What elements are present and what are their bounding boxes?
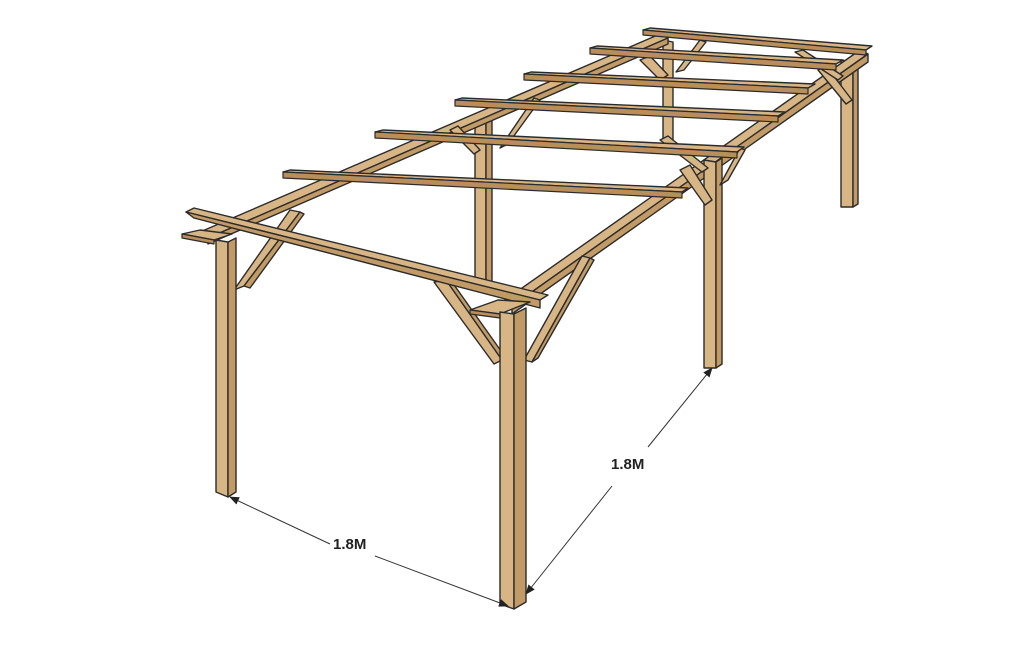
rafter-3: [454, 97, 786, 123]
rafter-5: [589, 45, 844, 71]
back-post-far-right: [840, 57, 859, 208]
dimension-side: [525, 367, 713, 595]
rafter-1: [282, 169, 689, 199]
front-right-overhang: [469, 299, 531, 319]
dimension-label-front-width: 1.8M: [333, 536, 367, 553]
rafter-4: [523, 71, 816, 95]
front-beam: [185, 207, 549, 309]
rafter-6: [642, 27, 873, 56]
rafters: [282, 27, 873, 199]
dimension-label-side-depth: 1.8M: [611, 456, 645, 473]
dimension-front: [229, 496, 509, 607]
front-right-post: [499, 307, 527, 610]
brace-front-right: [433, 255, 595, 365]
front-left-post: [215, 237, 237, 498]
front-left-overhang: [181, 229, 233, 245]
right-mid-post: [703, 157, 723, 369]
rafter-2: [374, 129, 745, 159]
